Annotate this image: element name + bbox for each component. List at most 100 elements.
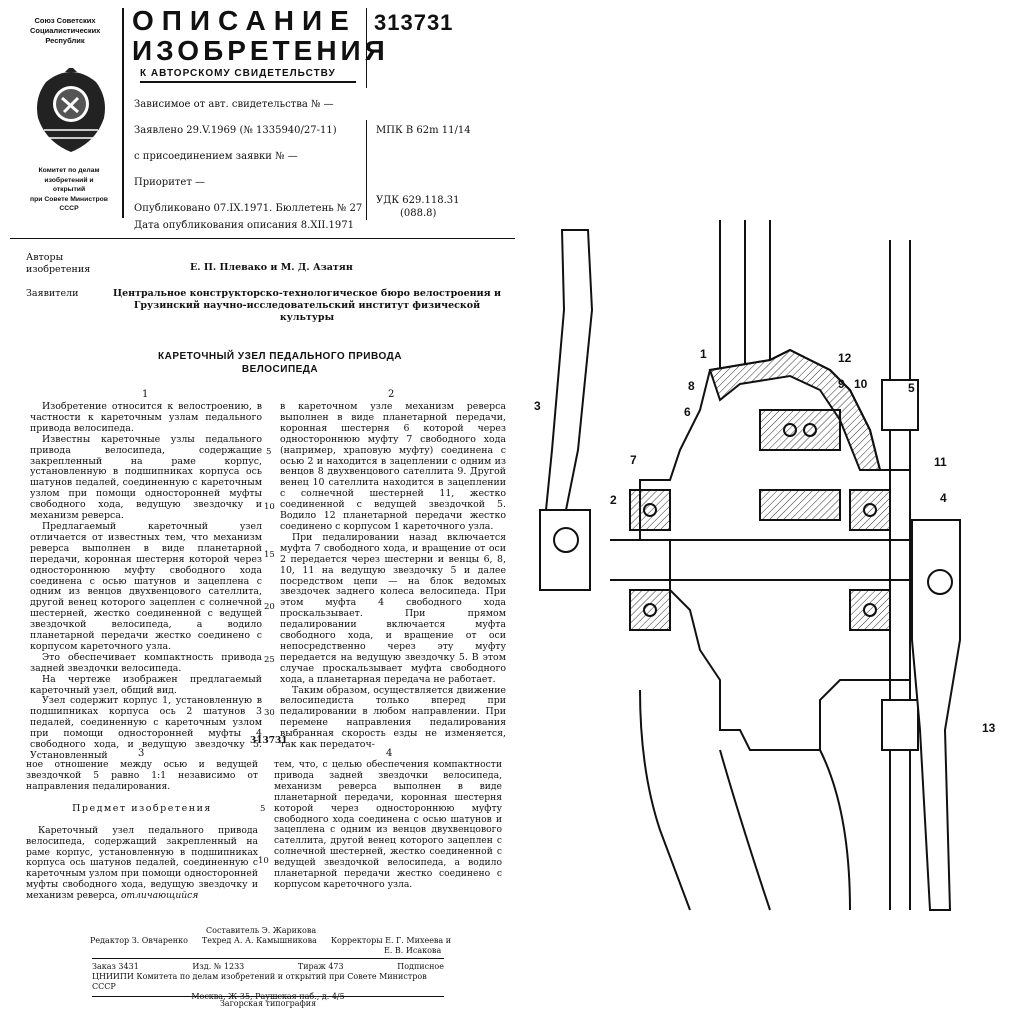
udk-line: (088.8) xyxy=(400,208,437,219)
dependent-line: Зависимое от авт. свидетельства № — xyxy=(134,99,334,110)
header-divider xyxy=(366,8,367,88)
committee-name: Комитет по делам изобретений и открытий … xyxy=(28,166,110,214)
paragraph: На чертеже изображен предлагаемый карето… xyxy=(30,673,262,696)
subscription: Подписное xyxy=(397,962,444,971)
published-line: Опубликовано 07.IX.1971. Бюллетень № 27 xyxy=(134,203,363,214)
bearing xyxy=(629,489,671,531)
label-carrier: 12 xyxy=(838,351,852,365)
applicants-names: Центральное конструкторско-технологическ… xyxy=(102,288,512,324)
order-number: Заказ 3431 xyxy=(92,962,139,971)
order-line: Заказ 3431 Изд. № 1233 Тираж 473 Подписн… xyxy=(92,962,444,972)
line-number: 15 xyxy=(264,550,275,560)
editor: Редактор З. Овчаренко xyxy=(90,936,188,945)
description-column-4: тем, что, с целью обеспечения компактнос… xyxy=(274,759,502,891)
crank-bolt xyxy=(927,569,953,595)
header-rule xyxy=(10,238,515,239)
line-number: 5 xyxy=(266,447,272,457)
staff-line: Редактор З. Овчаренко Техред А. А. Камыш… xyxy=(90,936,490,946)
label-satellite-crown: 8 xyxy=(688,379,695,393)
title-line: ИЗОБРЕТЕНИЯ xyxy=(132,35,389,66)
paragraph: Предлагаемый кареточный узел отличается … xyxy=(30,520,262,652)
housing-section xyxy=(708,348,882,471)
description-column-2: в кареточном узле механизм реверса выпол… xyxy=(280,401,506,751)
line-number: 30 xyxy=(264,708,275,718)
claims-text: Кареточный узел педального привода велос… xyxy=(26,824,258,902)
column-number: 2 xyxy=(388,389,395,400)
drawing-labels: 1 12 5 8 9 10 3 6 11 7 2 4 13 xyxy=(534,347,996,735)
ball xyxy=(863,603,877,617)
label-satellite: 9 xyxy=(838,377,845,391)
label-line: Авторы xyxy=(26,252,64,263)
claims-heading: Предмет изобретения xyxy=(72,802,212,814)
line-number: 5 xyxy=(260,804,266,814)
paragraph: тем, что, с целью обеспечения компактнос… xyxy=(274,759,502,890)
org-line: Социалистических xyxy=(30,26,101,35)
description-date-line: Дата опубликования описания 8.XII.1971 xyxy=(134,220,354,231)
crank-bolt xyxy=(553,527,579,553)
typography-line: Загорская типография xyxy=(219,999,317,1008)
udk-line: УДК 629.118.31 xyxy=(376,195,460,206)
sun-gear xyxy=(759,489,841,521)
label-line: изобретения xyxy=(26,264,91,275)
paragraph: в кареточном узле механизм реверса выпол… xyxy=(280,401,506,532)
org-line: Республик xyxy=(45,36,85,45)
crank-arm-left xyxy=(544,229,594,511)
label-housing: 1 xyxy=(700,347,707,361)
header-divider xyxy=(122,8,124,218)
paragraph: Изобретение относится к велостроению, в … xyxy=(30,401,262,434)
correctors: Корректоры Е. Г. Михеева и xyxy=(330,936,452,945)
paragraph: Узел содержит корпус 1, установленную в … xyxy=(30,695,262,761)
org-line: Союз Советских xyxy=(34,16,96,25)
applicant-line: Центральное конструкторско-технологическ… xyxy=(112,288,502,299)
crank-arm-right xyxy=(911,519,961,911)
document-title: КАРЕТОЧНЫЙ УЗЕЛ ПЕДАЛЬНОГО ПРИВОДА ВЕЛОС… xyxy=(60,350,500,376)
lower-frame xyxy=(719,749,771,911)
paragraph: Известны кареточные узлы педального прив… xyxy=(30,433,262,522)
label-freewheel: 7 xyxy=(630,453,637,467)
satellite-gear xyxy=(759,409,841,451)
label-crank: 3 xyxy=(534,399,541,413)
claims-paragraph: Кареточный узел педального привода велос… xyxy=(26,824,258,902)
ball xyxy=(803,423,817,437)
applicant-line: культуры xyxy=(279,312,335,323)
claims-emphasis: отличающийся xyxy=(120,890,199,902)
committee-line: СССР xyxy=(59,205,79,212)
paragraph: ное отношение между осью и ведущей звезд… xyxy=(26,759,258,792)
paragraph: Таким образом, осуществляется движение в… xyxy=(280,684,506,751)
issuing-country: Союз Советских Социалистических Республи… xyxy=(30,16,100,46)
line-number: 10 xyxy=(264,502,275,512)
edition-number: Изд. № 1233 xyxy=(192,962,245,971)
document-type-title: ОПИСАНИЕ ИЗОБРЕТЕНИЯ xyxy=(132,6,389,66)
compiler-line: Составитель Э. Жарикова xyxy=(206,926,317,935)
authors-label: Авторы изобретения xyxy=(26,252,90,276)
imprint-rule xyxy=(92,958,444,959)
corrector-line: Е. В. Исакова xyxy=(384,946,442,955)
ball xyxy=(863,503,877,517)
mpk-classification: МПК B 62m 11/14 xyxy=(376,125,471,136)
axle xyxy=(610,539,920,581)
crank-boss-left xyxy=(539,509,591,591)
applicants-label: Заявители xyxy=(26,288,79,299)
description-column-3: ное отношение между осью и ведущей звезд… xyxy=(26,759,258,902)
filed-line: Заявлено 29.V.1969 (№ 1335940/27-11) xyxy=(134,125,337,136)
imprint-rule xyxy=(92,996,444,997)
label-satellite-crown-2: 10 xyxy=(854,377,868,391)
line-number: 10 xyxy=(258,856,269,866)
column-number: 1 xyxy=(142,389,149,400)
attached-line: с присоединением заявки № — xyxy=(134,151,298,162)
line-number: 20 xyxy=(264,602,275,612)
title-line: КАРЕТОЧНЫЙ УЗЕЛ ПЕДАЛЬНОГО ПРИВОДА xyxy=(158,351,402,362)
priority-line: Приоритет — xyxy=(134,177,206,188)
line-number: 25 xyxy=(264,655,275,665)
tech-editor: Техред А. А. Камышникова xyxy=(201,936,317,945)
committee-line: изобретений и открытий xyxy=(44,176,94,194)
label-sprocket: 5 xyxy=(908,381,915,395)
lower-frame xyxy=(639,689,851,911)
sprocket-bolt xyxy=(881,699,919,751)
ball xyxy=(643,603,657,617)
description-column-1: Изобретение относится к велостроению, в … xyxy=(30,401,262,762)
applicant-line: Грузинский научно-исследовательский инст… xyxy=(133,300,481,311)
label-axle: 2 xyxy=(610,493,617,507)
bearing xyxy=(849,489,891,531)
bearing xyxy=(629,589,671,631)
